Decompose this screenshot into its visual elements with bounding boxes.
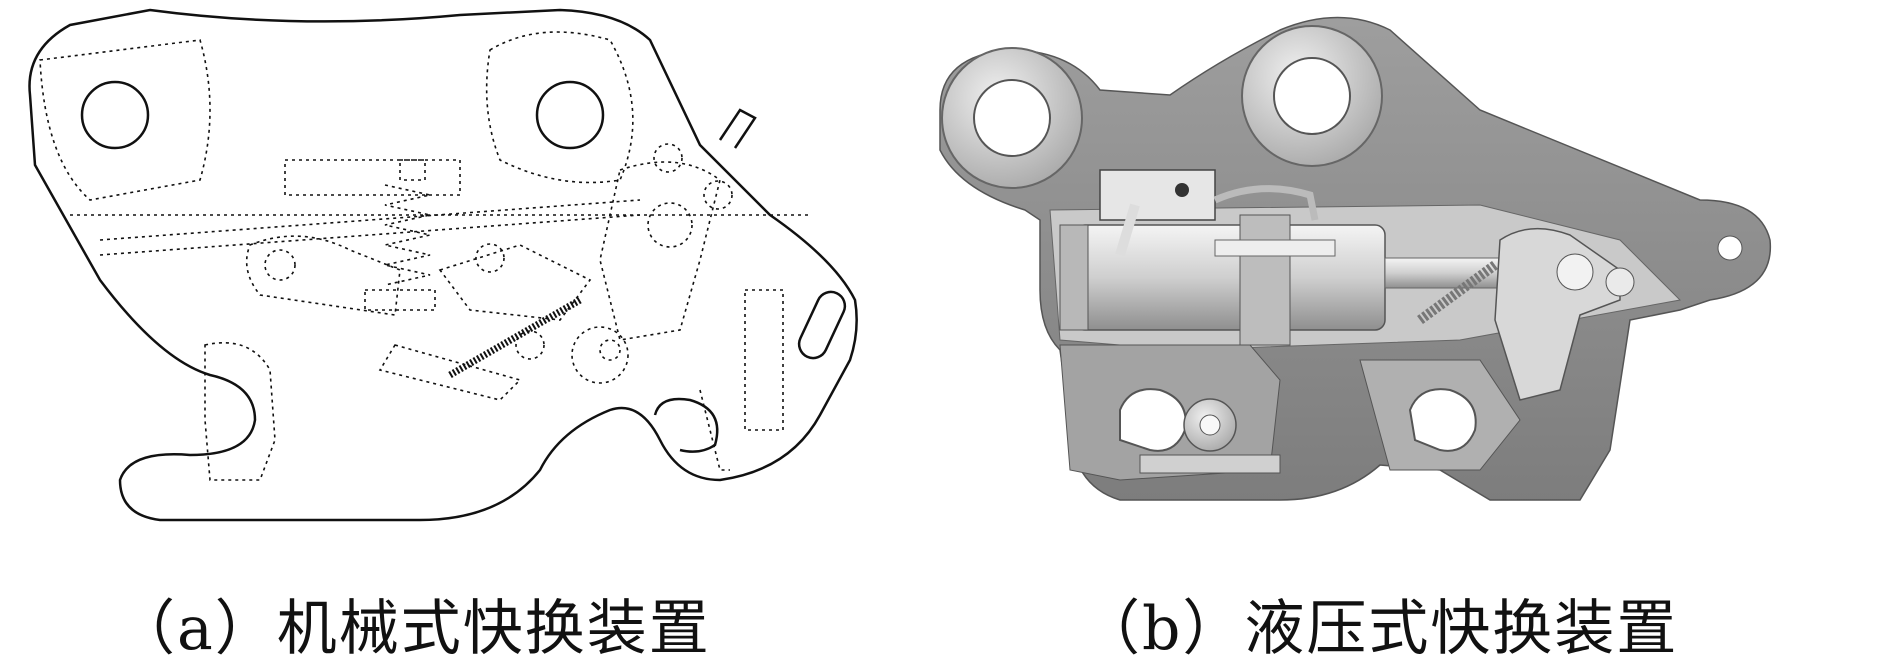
pin-hole-left xyxy=(973,79,1051,157)
pin-hole-left xyxy=(80,80,150,150)
figure-a-mechanical-coupler xyxy=(0,0,900,560)
body-outline xyxy=(28,8,858,522)
hook-rear xyxy=(1408,388,1477,452)
pin-hole-right xyxy=(535,80,605,150)
caption-a: （a）机械式快换装置 xyxy=(115,594,711,664)
striker-pin xyxy=(718,108,757,149)
spring xyxy=(1417,260,1498,325)
caption-b: （b）液压式快换装置 xyxy=(1080,594,1679,664)
pin-hole-right xyxy=(1273,57,1351,135)
figure-b-hydraulic-coupler xyxy=(920,0,1890,560)
hook-front xyxy=(1119,388,1187,452)
valve-block xyxy=(1099,169,1216,221)
small-hole xyxy=(1717,235,1743,261)
hook-cutout xyxy=(653,397,719,453)
hydraulic-coupler-render xyxy=(939,16,1772,501)
mechanical-coupler-drawing xyxy=(28,8,858,522)
side-slot xyxy=(797,290,847,360)
